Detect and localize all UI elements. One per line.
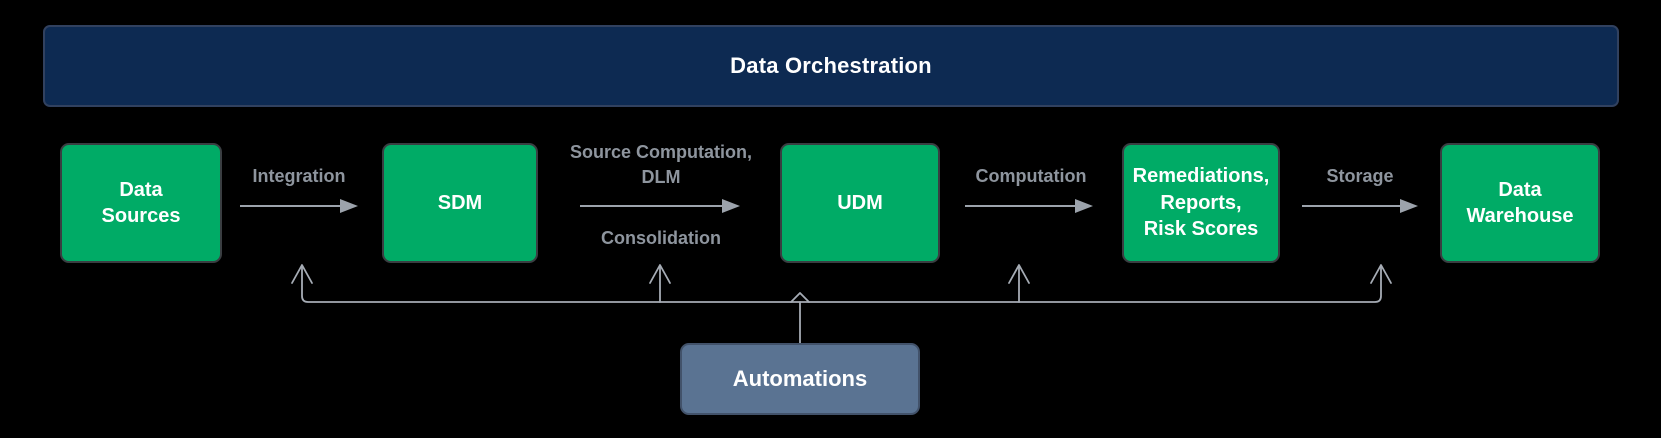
label-storage: Storage [1326,166,1394,186]
arrow-storage [1302,199,1418,213]
banner-data-orchestration: Data Orchestration [43,25,1619,107]
label-source-computation-dlm: Source Computation, DLM [569,142,753,187]
up-arrowhead-3 [1008,264,1030,284]
node-automations: Automations [680,343,920,415]
node-udm-label: UDM [837,191,883,214]
label-computation: Computation [975,166,1087,186]
node-automations-label: Automations [732,366,868,391]
node-data-warehouse-label: Data Warehouse [1466,178,1574,227]
banner-title: Data Orchestration [730,53,932,78]
arrow-source-computation [580,199,740,213]
up-arrowhead-4 [1370,264,1392,284]
arrow-computation [965,199,1093,213]
up-arrowhead-2 [649,264,671,284]
junction-peak [790,292,810,303]
node-data-warehouse: Data Warehouse [1440,143,1600,263]
node-data-sources-label: Data Sources [101,178,181,227]
node-remediations-reports-risk-scores: Remediations, Reports, Risk Scores [1122,143,1280,263]
label-consolidation: Consolidation [601,228,721,248]
label-integration: Integration [252,166,346,186]
node-data-sources: Data Sources [60,143,222,263]
node-sdm: SDM [382,143,538,263]
node-sdm-label: SDM [437,191,483,214]
arrow-integration [240,199,358,213]
automations-connector [291,264,1392,344]
node-remediations-label: Remediations, Reports, Risk Scores [1132,165,1270,241]
up-arrowhead-1 [291,264,313,284]
node-udm: UDM [780,143,940,263]
